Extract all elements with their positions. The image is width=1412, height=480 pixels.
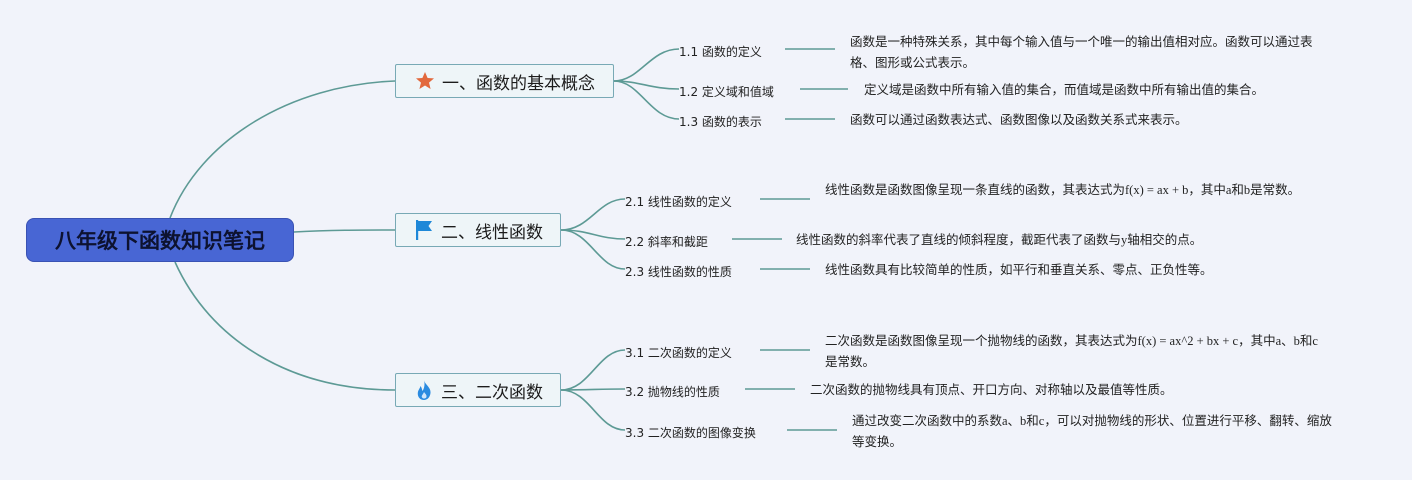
topic-label-3-3[interactable]: 3.3 二次函数的图像变换 [625, 426, 756, 440]
branch3-link-3 [560, 389, 626, 431]
topic-label-2-2[interactable]: 2.2 斜率和截距 [625, 235, 708, 249]
flame-icon [413, 379, 435, 401]
branch-title-2: 二、线性函数 [441, 222, 543, 243]
branch3-link-1 [560, 349, 626, 391]
root-link-1 [169, 80, 396, 219]
topic-desc-1-1: 函数是一种特殊关系，其中每个输入值与一个唯一的输出值相对应。函数可以通过表格、图… [850, 35, 1313, 70]
star-icon [414, 70, 436, 92]
branch-title-1: 一、函数的基本概念 [442, 73, 595, 94]
root-node[interactable]: 八年级下函数知识笔记 [26, 218, 294, 262]
topic-desc-2-2: 线性函数的斜率代表了直线的倾斜程度，截距代表了函数与y轴相交的点。 [796, 233, 1203, 247]
branch1-link-3 [613, 80, 680, 120]
branch2-link-3 [560, 229, 626, 270]
branch1-link-1 [613, 48, 680, 82]
branch-node-2[interactable]: 二、线性函数 [395, 213, 561, 247]
topic-desc-3-3: 通过改变二次函数中的系数a、b和c，可以对抛物线的形状、位置进行平移、翻转、缩放… [852, 414, 1332, 449]
branch2-link-1 [560, 198, 626, 231]
topic-label-1-3[interactable]: 1.3 函数的表示 [679, 115, 762, 129]
topic-desc-1-2: 定义域是函数中所有输入值的集合，而值域是函数中所有输出值的集合。 [864, 83, 1265, 97]
topic-label-3-1[interactable]: 3.1 二次函数的定义 [625, 346, 732, 360]
topic-label-1-1[interactable]: 1.1 函数的定义 [679, 45, 762, 59]
topic-desc-1-3: 函数可以通过函数表达式、函数图像以及函数关系式来表示。 [850, 113, 1188, 127]
topic-label-2-3[interactable]: 2.3 线性函数的性质 [625, 265, 732, 279]
topic-desc-3-1: 二次函数是函数图像呈现一个抛物线的函数，其表达式为f(x) = ax^2 + b… [825, 334, 1318, 369]
branch-node-3[interactable]: 三、二次函数 [395, 373, 561, 407]
root-link-3 [174, 261, 396, 391]
branch-node-1[interactable]: 一、函数的基本概念 [395, 64, 614, 98]
topic-label-3-2[interactable]: 3.2 抛物线的性质 [625, 385, 720, 399]
topic-desc-3-2: 二次函数的抛物线具有顶点、开口方向、对称轴以及最值等性质。 [810, 383, 1173, 397]
topic-desc-2-3: 线性函数具有比较简单的性质，如平行和垂直关系、零点、正负性等。 [825, 263, 1213, 277]
topic-label-2-1[interactable]: 2.1 线性函数的定义 [625, 195, 732, 209]
branch3-link-2 [560, 388, 626, 391]
topic-desc-2-1: 线性函数是函数图像呈现一条直线的函数，其表达式为f(x) = ax + b，其中… [825, 183, 1301, 197]
root-title: 八年级下函数知识笔记 [55, 229, 265, 253]
topic-label-1-2[interactable]: 1.2 定义域和值域 [679, 85, 774, 99]
branch-title-3: 三、二次函数 [441, 382, 543, 403]
flag-icon [413, 219, 435, 241]
root-link-2 [293, 229, 396, 233]
